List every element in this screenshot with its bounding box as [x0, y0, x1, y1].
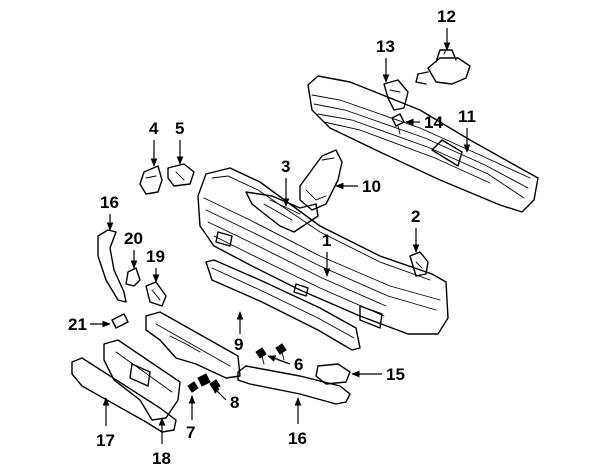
callout-10: 10 [362, 177, 381, 196]
callout-2: 2 [411, 207, 420, 226]
part-1-bumper-cover [197, 167, 449, 335]
part-21-screw [111, 313, 129, 329]
part-8-nut [197, 373, 221, 391]
part-19-clip [145, 281, 167, 307]
part-6-fasteners [255, 343, 287, 365]
callout-9: 9 [234, 335, 243, 354]
leader-6 [267, 355, 291, 365]
part-16-side-molding-left [97, 229, 127, 303]
part-17-license-bracket [71, 339, 181, 433]
callout-1: 1 [322, 231, 331, 250]
callout-18: 18 [152, 449, 171, 468]
callout-3: 3 [281, 157, 290, 176]
callouts: 12 13 14 11 4 5 3 10 16 2 1 20 1 [68, 7, 476, 468]
part-7-nut [187, 381, 199, 393]
callout-16-bottom: 16 [288, 429, 307, 448]
callout-7: 7 [186, 423, 195, 442]
part-11-reinforcement-bar [307, 75, 539, 213]
callout-6: 6 [294, 355, 303, 374]
callout-8: 8 [230, 393, 239, 412]
part-9-lower-valance [205, 259, 361, 351]
part-10-air-duct [299, 149, 343, 211]
part-4-bracket [139, 165, 163, 195]
part-13-bracket [383, 79, 409, 111]
callout-19: 19 [146, 247, 165, 266]
callout-12: 12 [437, 7, 456, 26]
callout-21: 21 [68, 315, 87, 334]
callout-4: 4 [149, 119, 159, 138]
part-15-lamp [315, 363, 351, 385]
callout-15: 15 [386, 365, 405, 384]
callout-14: 14 [424, 113, 443, 132]
callout-13: 13 [376, 37, 395, 56]
part-16-lower-molding [237, 365, 351, 405]
callout-5: 5 [175, 119, 184, 138]
part-20-clip [125, 267, 141, 287]
callout-11: 11 [458, 107, 476, 126]
callout-20: 20 [124, 229, 143, 248]
callout-16-left: 16 [100, 193, 119, 212]
callout-17: 17 [96, 431, 115, 450]
part-5-bracket [167, 163, 195, 187]
part-18-bracket [145, 311, 241, 379]
part-12-lamp-socket [415, 45, 471, 85]
leader-8 [211, 385, 227, 401]
part-14-bolt [391, 113, 405, 135]
